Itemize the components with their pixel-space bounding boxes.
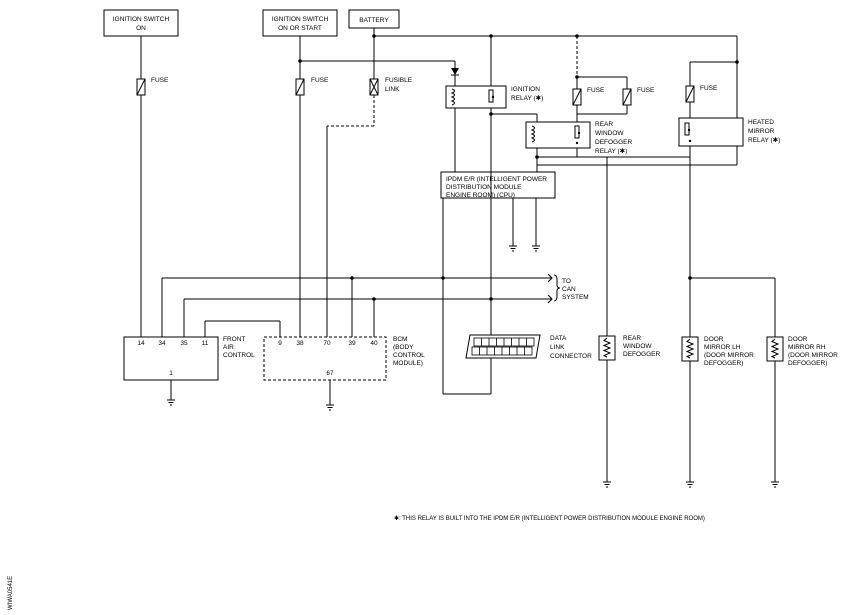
mirror-rh-line1: DOOR [788, 336, 808, 343]
can-line3: SYSTEM [562, 294, 589, 301]
ground-icon [509, 245, 517, 252]
fac-label-line3: CONTROL [223, 352, 255, 359]
heater-element-icon [770, 338, 780, 359]
fusible-link-line2: LINK [385, 86, 400, 93]
heater-element-icon [685, 338, 695, 359]
data-link-connector: DATA LINK CONNECTOR [442, 114, 592, 395]
rwd-line1: REAR [623, 335, 641, 342]
ignition-on-line1: IGNITION SWITCH [113, 16, 170, 23]
battery-label: BATTERY [359, 17, 389, 24]
fac-pin: 14 [137, 340, 145, 347]
fuse-label: FUSE [151, 77, 169, 84]
fac-pin: 34 [158, 340, 166, 347]
diode-icon [451, 68, 459, 75]
bcm-label-line2: (BODY [393, 344, 414, 351]
ground-icon [326, 404, 334, 411]
mirror-rh-line3: (DOOR MIRROR [788, 352, 838, 359]
mirror-rh-line2: MIRROR RH [788, 344, 826, 351]
defogger-relay-line4: RELAY (✱) [595, 147, 627, 155]
rwd-line3: DEFOGGER [623, 351, 661, 358]
mirror-rh-line4: DEFOGGER) [788, 360, 827, 367]
fuse-ign-start: FUSE [295, 77, 329, 96]
battery-box: BATTERY [348, 9, 400, 29]
ignition-switch-start-box: IGNITION SWITCH ON OR START [262, 9, 338, 37]
ground-icon [167, 399, 175, 406]
defogger-relay-line3: DEFOGGER [595, 139, 633, 146]
relay-coil-icon [450, 88, 455, 106]
fuse-ign-on: FUSE [136, 77, 169, 96]
ipdm-line3: ENGINE ROOM) (CPU) [446, 192, 515, 199]
heated-mirror-line2: MIRROR [748, 128, 775, 135]
mirror-lh-line2: MIRROR LH [704, 344, 741, 351]
ground-icon [686, 481, 694, 488]
fusible-link: FUSIBLE LINK [369, 77, 413, 96]
ground-icon [603, 481, 611, 488]
bcm-pin: 70 [323, 340, 331, 347]
rear-window-defogger: REAR WINDOW DEFOGGER [598, 335, 661, 488]
fusible-link-line1: FUSIBLE [385, 77, 413, 84]
bcm-label-line3: CONTROL [393, 352, 425, 359]
ignition-relay-line1: IGNITION [511, 86, 540, 93]
ipdm-er-module: IPDM E/R (INTELLIGENT POWER DISTRIBUTION… [440, 171, 556, 252]
bcm-pin: 39 [348, 340, 356, 347]
heated-mirror-line3: RELAY (✱) [748, 136, 780, 144]
heater-element-icon [602, 337, 612, 358]
ignition-start-line1: IGNITION SWITCH [272, 16, 329, 23]
ground-icon [771, 481, 779, 488]
can-line1: TO [562, 278, 571, 285]
ipdm-line2: DISTRIBUTION MODULE [446, 184, 522, 191]
door-mirror-rh: DOOR MIRROR RH (DOOR MIRROR DEFOGGER) [766, 278, 838, 488]
can-bus: TO CAN SYSTEM [161, 273, 589, 337]
relay-coil-icon [530, 125, 535, 143]
rwd-line2: WINDOW [623, 343, 652, 350]
ignition-relay-line2: RELAY (✱) [511, 94, 543, 102]
fuse-label: FUSE [311, 77, 329, 84]
arrow-right-icon [547, 294, 553, 304]
dlc-line3: CONNECTOR [550, 353, 592, 360]
bcm-label-line1: BCM [393, 336, 407, 343]
rear-defogger-relay: REAR WINDOW DEFOGGER RELAY (✱) [489, 112, 690, 336]
fac-pin: 35 [180, 340, 188, 347]
fac-label-line1: FRONT [223, 336, 245, 343]
heated-mirror-relay: FUSE HEATED MIRROR RELAY (✱) [537, 61, 780, 337]
dlc-line2: LINK [550, 344, 565, 351]
ipdm-line1: IPDM E/R (INTELLIGENT POWER [446, 176, 547, 183]
arrow-right-icon [547, 273, 553, 283]
ignition-start-wire [298, 36, 455, 337]
bcm-label-line4: MODULE) [393, 360, 423, 367]
bcm-pin: 9 [278, 340, 282, 347]
fac-label-line2: AIR [223, 344, 234, 351]
ignition-on-line2: ON [136, 25, 146, 32]
door-mirror-lh: DOOR MIRROR LH (DOOR MIRROR DEFOGGER) [681, 276, 775, 488]
heated-mirror-line1: HEATED [748, 119, 774, 126]
ignition-switch-on-box: IGNITION SWITCH ON [103, 9, 179, 37]
fuse-label: FUSE [700, 85, 718, 92]
ignition-start-line2: ON OR START [278, 25, 322, 32]
mirror-lh-line4: DEFOGGER) [704, 360, 743, 367]
mirror-lh-line1: DOOR [704, 336, 724, 343]
diagram-code: WIWA0541E [8, 576, 14, 610]
dlc-line1: DATA [550, 335, 567, 342]
bcm-pin: 38 [296, 340, 304, 347]
defogger-fuses: FUSE FUSE [572, 34, 655, 122]
can-line2: CAN [562, 286, 576, 293]
bcm-module: 9 38 70 39 40 67 BCM (BODY CONTROL MODUL… [263, 336, 425, 411]
mirror-lh-line3: (DOOR MIRROR [704, 352, 754, 359]
defogger-relay-line2: WINDOW [595, 130, 624, 137]
ground-icon [532, 245, 540, 252]
bcm-pin: 40 [370, 340, 378, 347]
footnote: ✱: THIS RELAY IS BUILT INTO THE IPDM E/R… [394, 515, 705, 522]
fuse-label: FUSE [637, 87, 655, 94]
ignition-relay: IGNITION RELAY (✱) [445, 34, 543, 172]
fac-pin: 11 [202, 340, 209, 347]
fac-ground-pin: 1 [169, 370, 173, 377]
fuse-label: FUSE [587, 87, 605, 94]
bcm-ground-pin: 67 [326, 370, 334, 377]
defogger-relay-line1: REAR [595, 121, 613, 128]
brace-icon [553, 274, 561, 302]
front-air-control: 14 34 35 11 1 FRONT AIR CONTROL [123, 320, 281, 406]
